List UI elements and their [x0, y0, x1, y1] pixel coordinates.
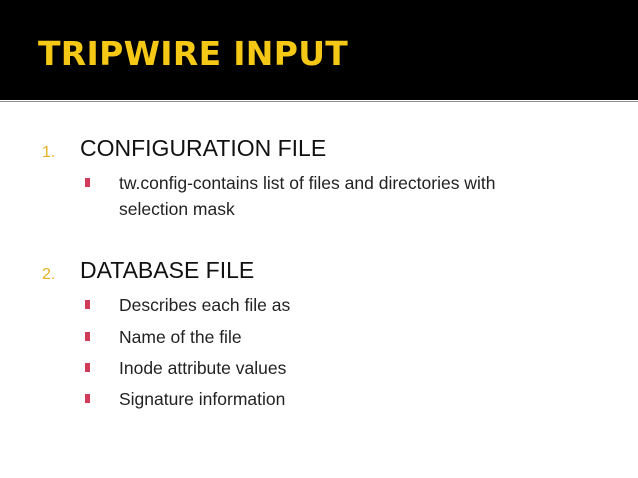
bullet-marker	[85, 178, 90, 187]
item-heading-database-file: DATABASE FILE	[80, 257, 255, 283]
bullet-marker	[85, 332, 90, 341]
sub-item-text: Name of the file	[119, 327, 242, 347]
sub-item-text: Inode attribute values	[119, 358, 287, 378]
item-number-2: 2.	[42, 266, 56, 283]
sub-item-text: tw.config-contains list of files and dir…	[119, 173, 496, 193]
title-divider	[0, 101, 638, 102]
bullet-marker	[85, 394, 90, 403]
slide-title: TRIPWIRE INPUT	[38, 34, 349, 73]
sub-item-text-continuation: selection mask	[119, 199, 235, 219]
item-number-1: 1.	[42, 144, 56, 161]
sub-item-text: Describes each file as	[119, 295, 291, 315]
bullet-marker	[85, 300, 90, 309]
bullet-marker	[85, 363, 90, 372]
sub-item-text: Signature information	[119, 389, 286, 409]
title-banner: TRIPWIRE INPUT	[0, 0, 638, 100]
item-heading-configuration-file: CONFIGURATION FILE	[80, 135, 327, 161]
